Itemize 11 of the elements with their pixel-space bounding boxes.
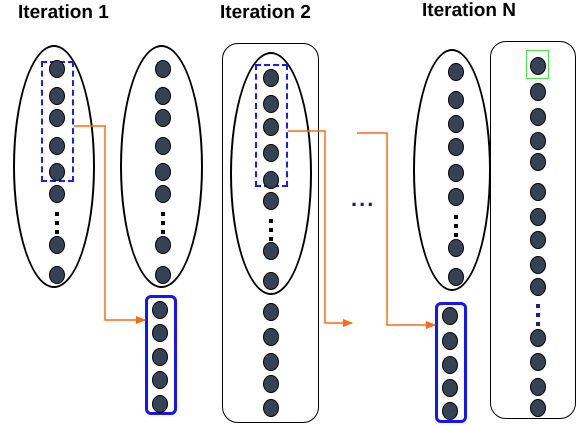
arrow bbox=[288, 130, 353, 327]
stack-box bbox=[490, 41, 576, 419]
iteration-title: Iteration N bbox=[422, 1, 516, 20]
ellipsis-label: ... bbox=[351, 188, 376, 210]
new-layer-box bbox=[145, 295, 177, 415]
iteration-title: Iteration 2 bbox=[220, 3, 311, 22]
iteration-title: Iteration 1 bbox=[18, 3, 109, 22]
new-layer-box bbox=[435, 302, 467, 423]
highlight-box bbox=[526, 50, 549, 79]
arrow bbox=[74, 125, 146, 324]
arrow bbox=[357, 132, 436, 329]
